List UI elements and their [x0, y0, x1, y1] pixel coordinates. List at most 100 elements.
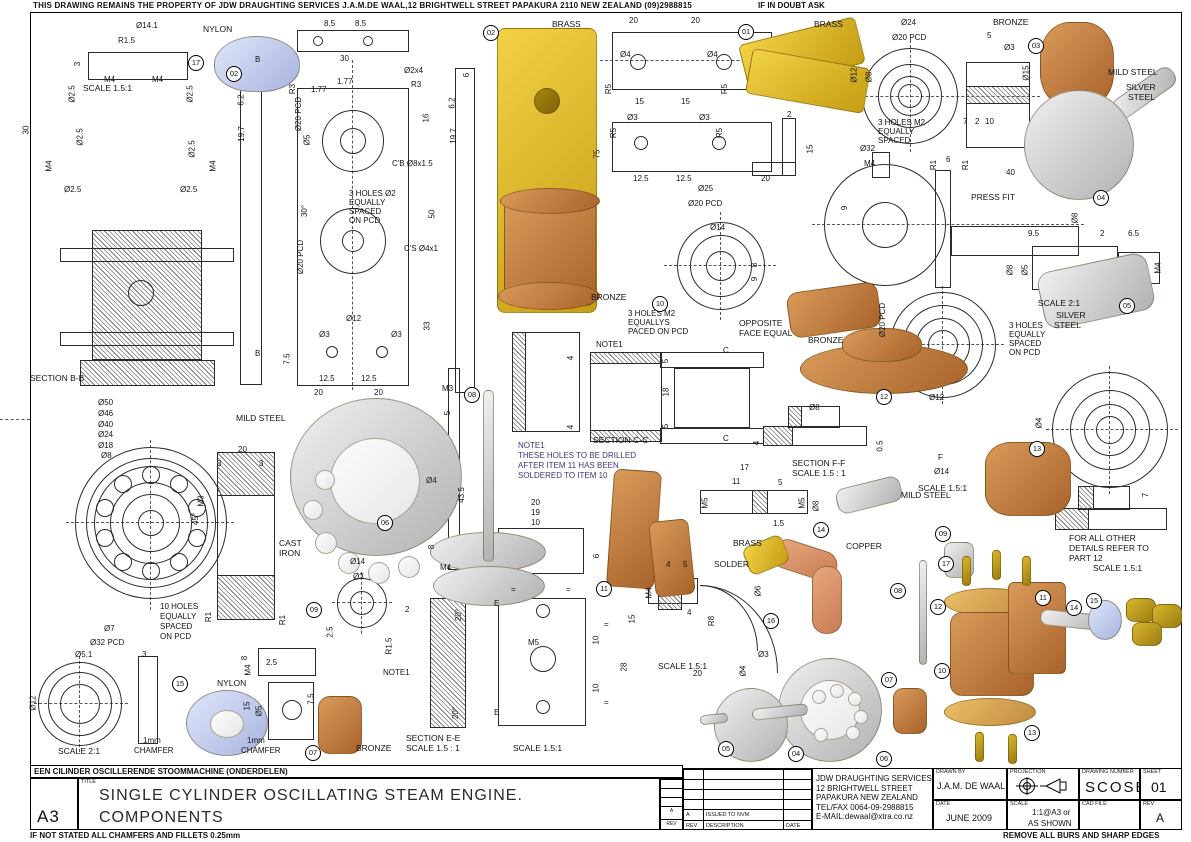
part-balloon: 14: [813, 522, 829, 538]
dim-label: 15: [627, 614, 637, 624]
view-outline: [824, 164, 946, 286]
view-outline: [455, 68, 475, 393]
dim-label: 20: [691, 16, 700, 25]
view-outline: [282, 700, 302, 720]
dim-label: SECTION E-E: [406, 733, 461, 743]
scale-label: SCALE: [1010, 801, 1029, 807]
dim-label: 5: [778, 478, 783, 487]
dim-label: BRONZE: [356, 743, 392, 753]
dim-label: 20°: [454, 608, 464, 622]
view-outline: [217, 452, 275, 496]
drawing-title: SINGLE CYLINDER OSCILLATING STEAM ENGINE…: [99, 787, 523, 804]
dim-label: 17: [740, 463, 749, 472]
view-outline: [498, 598, 586, 726]
property-notice: THIS DRAWING REMAINS THE PROPERTY OF JDW…: [33, 1, 692, 10]
dim-label: 19.7: [236, 126, 246, 142]
part-3d-render: [498, 282, 600, 310]
dim-label: R1: [204, 611, 214, 623]
part-balloon: 08: [464, 387, 480, 403]
note-text: NOTE1: [518, 441, 545, 450]
dim-label: Ø12: [346, 314, 362, 323]
dim-label: M4: [44, 160, 54, 172]
view-outline: [322, 110, 384, 172]
dim-label: 50: [427, 209, 437, 219]
dim-label: 20: [238, 445, 247, 454]
dim-label: 1.5: [773, 519, 785, 528]
part-3d-render: [1132, 622, 1162, 646]
dim-label: Ø8: [811, 500, 821, 512]
view-outline: [536, 604, 550, 618]
dim-label: 7: [1141, 492, 1151, 498]
dim-label: M4: [864, 159, 876, 168]
dim-label: Ø2x4: [404, 66, 424, 75]
part-3d-render: [330, 438, 420, 524]
part-3d-render: [833, 474, 905, 516]
dim-label: 20: [761, 174, 770, 183]
part-balloon: 14: [1066, 600, 1082, 616]
dim-label: Ø8: [101, 451, 112, 460]
dim-label: Ø3: [353, 572, 364, 581]
dim-label: 1mm: [247, 736, 265, 745]
dim-label: SCALE 1.5 : 1: [406, 743, 460, 753]
part-3d-render: [893, 688, 927, 734]
dim-label: R5: [720, 83, 730, 95]
dim-label: 3: [73, 61, 83, 67]
dim-label: M3: [442, 384, 454, 393]
view-outline: [326, 346, 338, 358]
dim-label: EQUALLY: [349, 198, 386, 207]
view-outline: [1070, 390, 1150, 470]
note-text: SOLDERED TO ITEM 10: [518, 471, 608, 480]
view-outline: [268, 682, 314, 740]
dim-label: 15: [681, 97, 690, 106]
sheet-size: A3: [37, 807, 60, 826]
revision-row: A ISSUED TO NVM: [684, 809, 811, 820]
dim-label: M4: [644, 587, 654, 599]
dim-label: BRASS: [733, 538, 762, 548]
dim-label: Ø32 PCD: [90, 638, 125, 647]
dim-label: Ø14: [350, 557, 366, 566]
part-3d-render: [992, 550, 1001, 580]
dim-label: PRESS FIT: [971, 192, 1015, 202]
view-outline: [75, 447, 227, 599]
view-outline: [512, 332, 580, 432]
part-3d-render: [368, 562, 390, 584]
dim-label: 19.7: [448, 128, 458, 144]
part-balloon: 09: [935, 526, 951, 542]
dim-label: 4: [566, 424, 576, 430]
company-line: JDW DRAUGHTING SERVICES: [816, 774, 932, 783]
dim-label: 3: [259, 459, 264, 468]
dim-label: M4: [440, 563, 452, 572]
part-3d-render: [812, 690, 826, 704]
view-outline: [142, 466, 160, 484]
dim-label: M4: [104, 75, 116, 84]
dim-label: 11: [732, 477, 741, 486]
rev-value: A: [1156, 811, 1165, 825]
dim-label: 20: [531, 498, 540, 507]
dim-label: PART 12: [1069, 553, 1103, 563]
dim-label: 4: [752, 440, 762, 446]
desc-col-label: DESCRIPTION: [706, 823, 744, 829]
dim-label: Ø25: [698, 184, 714, 193]
part-balloon: 17: [188, 55, 204, 71]
dim-label: NOTE1: [383, 668, 410, 677]
mini-rev-column: A REV: [660, 778, 683, 830]
dim-label: 7.5: [282, 353, 292, 365]
dim-label: R3: [411, 80, 422, 89]
dim-label: Ø12: [28, 695, 38, 711]
dim-label: FACE EQUAL: [739, 328, 793, 338]
part-3d-render: [962, 556, 971, 586]
drawn-by-cell: DRAWN BY J.A.M. DE WAAL: [933, 768, 1007, 800]
dim-label: 3: [217, 459, 222, 468]
dim-label: 2: [1100, 229, 1105, 238]
burs-note: REMOVE ALL BURS AND SHARP EDGES: [1003, 831, 1160, 840]
dim-label: 28: [619, 662, 629, 672]
dim-label: 12.5: [319, 374, 335, 383]
cad-file-cell: CAD FILE: [1079, 800, 1140, 830]
view-outline: [170, 553, 188, 571]
view-outline: [1055, 508, 1089, 530]
part-balloon: 12: [876, 389, 892, 405]
dim-label: 5: [683, 560, 688, 569]
dim-label: B: [255, 349, 261, 358]
dim-label: R1: [278, 614, 288, 626]
view-outline: [350, 591, 374, 615]
